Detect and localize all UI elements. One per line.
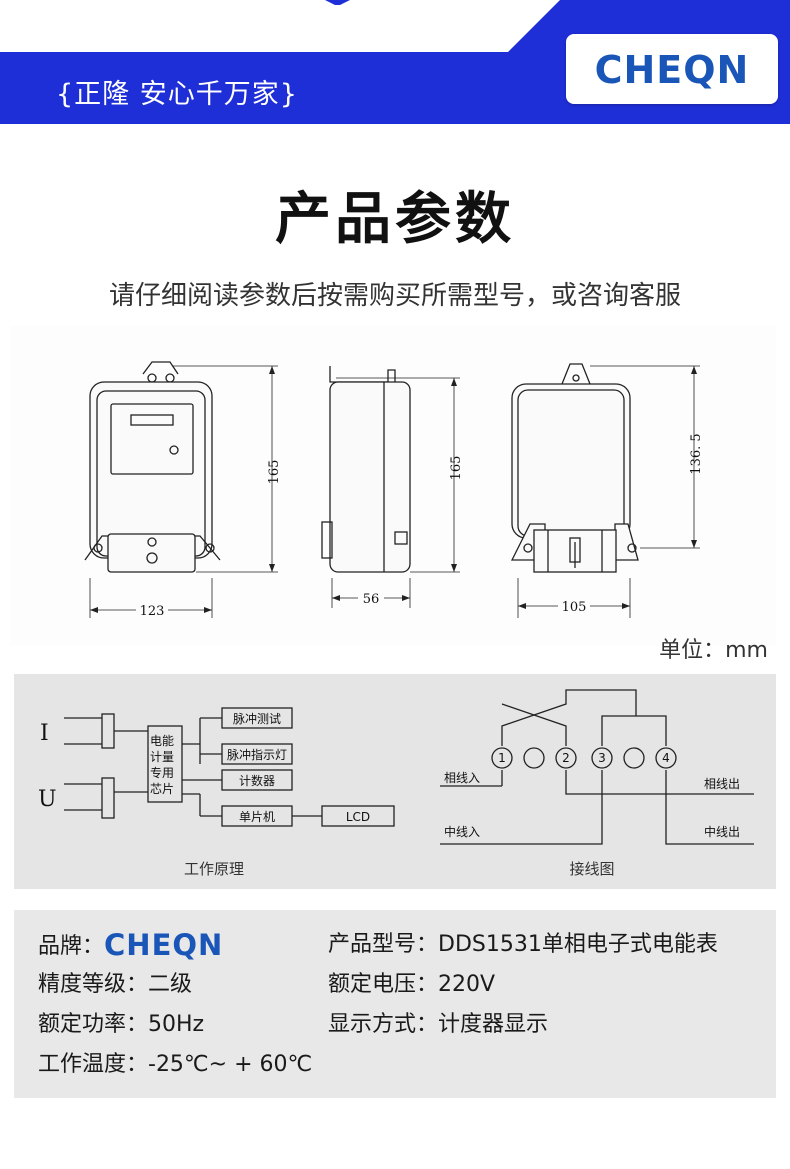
- chip-label-1: 电能: [150, 734, 174, 748]
- specs-panel: 品牌：CHEQN 产品型号：DDS1531单相电子式电能表 精度等级：二级 额定…: [14, 910, 776, 1098]
- pulse-light-box: 脉冲指示灯: [227, 747, 287, 762]
- back-view-drawing: [510, 363, 700, 618]
- terminal-2: 2: [562, 751, 570, 765]
- spec-model-value: DDS1531单相电子式电能表: [438, 932, 718, 957]
- side-height-label: 165: [449, 456, 464, 481]
- chip-label-4: 芯片: [150, 782, 174, 796]
- chip-label-3: 专用: [150, 765, 174, 780]
- spec-accuracy: 精度等级：二级: [38, 972, 193, 997]
- terminal-3: 3: [598, 751, 606, 765]
- side-view-drawing: [321, 366, 460, 608]
- spec-brand-label: 品牌：: [38, 934, 105, 959]
- front-view-drawing: [84, 361, 278, 618]
- wiring-diagram: [440, 689, 754, 845]
- spec-voltage: 额定电压：220V: [328, 972, 496, 997]
- voltage-input-label: U: [38, 787, 57, 812]
- circuit-diagrams-svg: I U 电能 计量 专用 芯片 脉冲测试 脉冲指示灯 计数器 单片机 LCD 工…: [38, 689, 754, 878]
- neutral-out-label: 中线出: [704, 824, 740, 839]
- working-principle-diagram: [64, 707, 395, 827]
- front-width-label: 123: [140, 604, 165, 619]
- terminal-1: 1: [498, 751, 506, 765]
- terminal-4: 4: [662, 751, 670, 765]
- counter-box: 计数器: [239, 773, 275, 788]
- neutral-in-label: 中线入: [444, 824, 480, 839]
- phase-out-label: 相线出: [704, 777, 740, 791]
- unit-note: 单位：mm: [659, 638, 768, 663]
- principle-caption: 工作原理: [184, 860, 244, 878]
- chip-label-2: 计量: [150, 750, 174, 764]
- mcu-box: 单片机: [239, 810, 275, 824]
- spec-power-frequency: 额定功率：50Hz: [38, 1012, 205, 1037]
- spec-brand: 品牌：CHEQN: [38, 930, 223, 962]
- brand-slogan: {正隆 安心千万家}: [56, 79, 298, 110]
- dimension-drawings: 123 56 105 165 165 136. 5: [10, 326, 776, 646]
- pulse-test-box: 脉冲测试: [233, 711, 281, 726]
- spec-temperature: 工作温度：-25℃~ + 60℃: [38, 1052, 313, 1077]
- spec-model-label: 产品型号：: [328, 932, 439, 957]
- front-height-label: 165: [267, 460, 282, 485]
- brand-logo: CHEQN: [566, 34, 778, 104]
- section-subtitle: 请仔细阅读参数后按需购买所需型号，或咨询客服: [108, 281, 681, 311]
- wiring-caption: 接线图: [569, 860, 614, 878]
- circuit-panel: I U 电能 计量 专用 芯片 脉冲测试 脉冲指示灯 计数器 单片机 LCD 工…: [14, 674, 776, 889]
- brand-logo-text: CHEQN: [594, 48, 750, 92]
- back-height-label: 136. 5: [689, 433, 704, 474]
- side-depth-label: 56: [363, 592, 380, 607]
- current-input-label: I: [40, 721, 49, 746]
- lcd-box: LCD: [346, 810, 370, 824]
- back-width-label: 105: [562, 600, 587, 615]
- phase-in-label: 相线入: [444, 771, 480, 785]
- dimension-drawings-svg: 123 56 105 165 165 136. 5: [84, 361, 704, 619]
- section-title: 产品参数: [275, 187, 515, 252]
- spec-model: 产品型号：DDS1531单相电子式电能表: [328, 930, 718, 960]
- spec-brand-logo: CHEQN: [104, 928, 224, 962]
- spec-display: 显示方式：计度器显示: [328, 1012, 549, 1037]
